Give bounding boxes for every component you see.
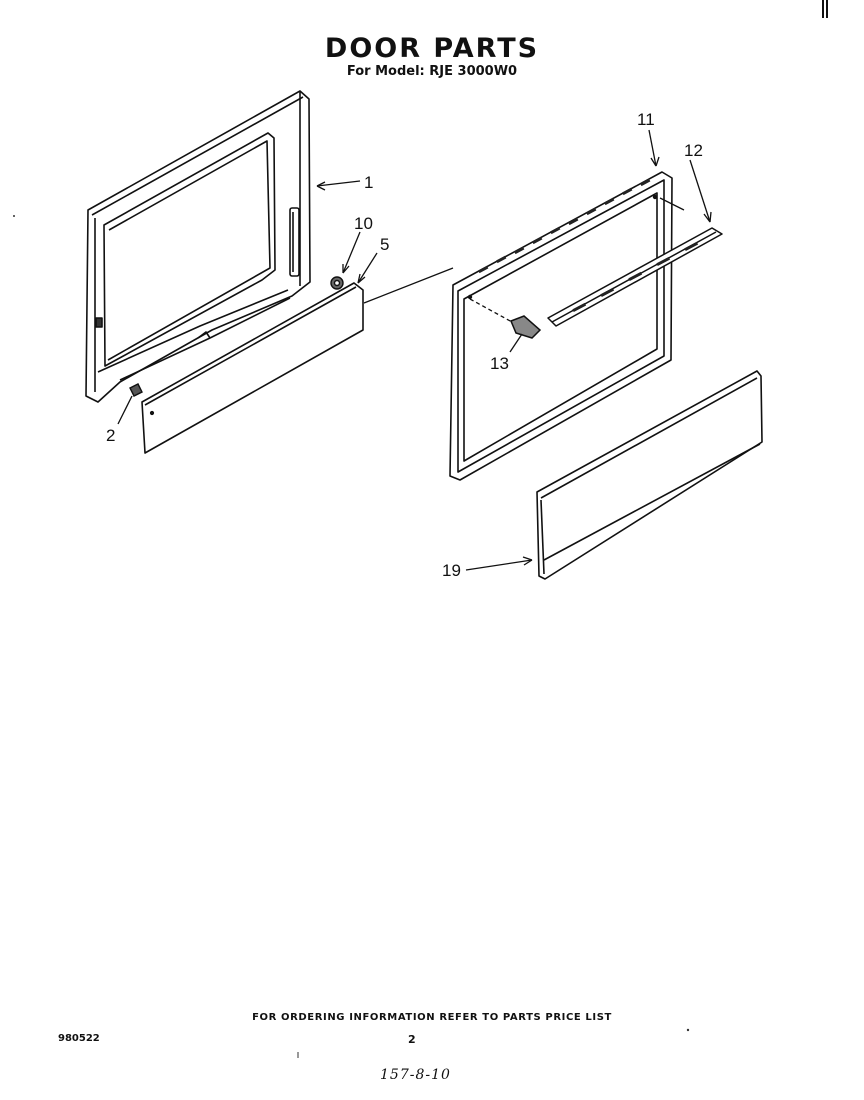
document-number: 980522	[58, 1033, 100, 1044]
scan-edge-mark	[822, 0, 828, 18]
callout-11: 11	[637, 110, 655, 129]
callout-19: 19	[442, 561, 461, 580]
part-19-door-panel	[536, 370, 763, 580]
part-13-handle-endcap	[510, 315, 542, 339]
part-11-outer-door-frame	[449, 171, 673, 481]
callout-2: 2	[106, 426, 115, 445]
ordering-info-note: FOR ORDERING INFORMATION REFER TO PARTS …	[252, 1012, 612, 1023]
callout-12: 12	[684, 141, 703, 160]
handwritten-code: 157-8-10	[380, 1067, 451, 1083]
part-1-door-liner-frame	[85, 90, 311, 403]
leader-lines	[117, 129, 712, 571]
callout-13: 13	[490, 354, 509, 373]
page-title: DOOR PARTS	[324, 33, 540, 64]
callout-1: 1	[364, 173, 373, 192]
part-2-clip	[129, 383, 143, 397]
part-10-bumper	[330, 276, 344, 290]
part-12-door-handle	[547, 227, 723, 327]
part-5-glass-panel	[141, 282, 364, 454]
callout-5: 5	[380, 235, 389, 254]
model-subtitle: For Model: RJE 3000W0	[346, 64, 518, 79]
callout-10: 10	[354, 214, 373, 233]
page-number: 2	[408, 1033, 416, 1046]
